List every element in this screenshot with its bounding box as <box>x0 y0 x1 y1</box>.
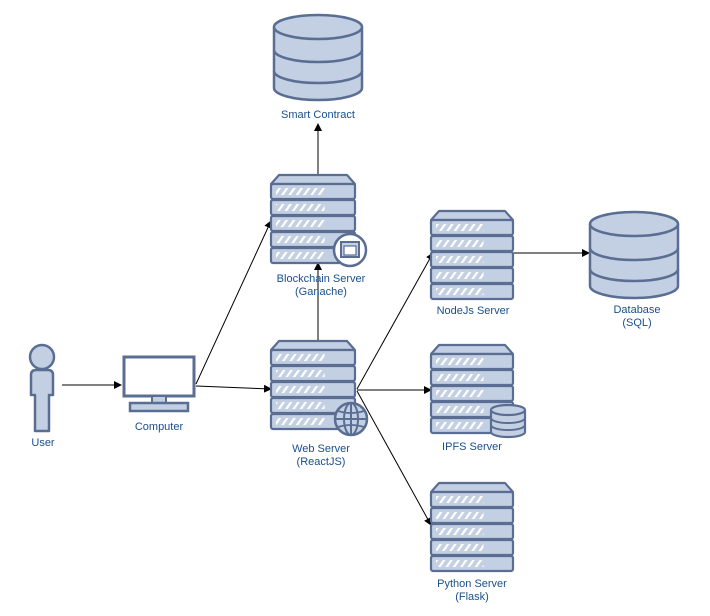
rack-vent <box>276 418 325 425</box>
rack-vent <box>436 288 484 295</box>
rack-vent <box>436 224 484 231</box>
rack-vent <box>436 560 484 567</box>
rack-vent <box>436 496 484 503</box>
mini-database-icon <box>489 403 527 439</box>
rack-vent <box>276 386 325 393</box>
rack-vent <box>436 512 484 519</box>
node-label-ipfs-server: IPFS Server <box>392 441 552 454</box>
label-line: IPFS Server <box>442 441 502 453</box>
rack-top <box>429 481 515 494</box>
node-label-nodejs-server: NodeJs Server <box>393 305 553 318</box>
window-badge-icon <box>332 232 368 268</box>
rack-vent <box>436 256 484 263</box>
monitor-icon <box>122 355 196 413</box>
rack-top <box>429 343 515 356</box>
rack-vent <box>276 204 325 211</box>
edge-computer-webserver <box>195 384 272 393</box>
server-icon <box>429 343 515 435</box>
label-line: (ReactJS) <box>296 456 346 468</box>
server-icon <box>429 481 515 573</box>
rack-top <box>269 339 357 352</box>
user-icon <box>28 343 56 433</box>
edge-webserver-nodejs <box>356 252 434 390</box>
rack-vent <box>436 374 484 381</box>
label-line: NodeJs Server <box>436 305 510 317</box>
rack-vent <box>436 358 484 365</box>
label-line: Database <box>613 304 661 316</box>
rack-vent <box>276 236 325 243</box>
rack-vent <box>276 252 325 259</box>
rack-vent <box>436 390 484 397</box>
label-line: (Ganache) <box>295 286 347 298</box>
rack-vent <box>436 544 484 551</box>
rack-vent <box>276 220 325 227</box>
rack-vent <box>436 406 484 413</box>
label-line: Blockchain Server <box>276 273 366 285</box>
server-icon <box>269 339 357 431</box>
rack-vent <box>276 188 325 195</box>
database-icon <box>588 210 680 300</box>
rack-vent <box>276 354 325 361</box>
node-label-smart-contract: Smart Contract <box>238 109 398 122</box>
rack-vent <box>276 402 325 409</box>
label-line: (SQL) <box>622 317 652 329</box>
server-icon <box>429 209 515 301</box>
rack-vent <box>276 370 325 377</box>
node-label-web-server: Web Server (ReactJS) <box>241 443 401 469</box>
edges-layer <box>62 123 590 526</box>
database-icon <box>272 13 364 102</box>
globe-icon <box>333 401 369 437</box>
node-label-database: Database (SQL) <box>557 304 710 330</box>
node-label-python-server: Python Server (Flask) <box>392 578 552 604</box>
node-label-computer: Computer <box>79 421 239 434</box>
label-line: Smart Contract <box>281 109 355 121</box>
node-label-blockchain-server: Blockchain Server (Ganache) <box>241 273 401 299</box>
rack-top <box>429 209 515 222</box>
rack-vent <box>436 240 484 247</box>
edge-webserver-python <box>356 390 432 526</box>
rack-top <box>269 173 357 186</box>
rack-vent <box>436 528 484 535</box>
label-line: Web Server <box>292 443 350 455</box>
label-line: Computer <box>134 421 184 433</box>
rack-vent <box>436 272 484 279</box>
label-line: Python Server <box>437 578 507 590</box>
label-line: User <box>31 437 55 449</box>
label-line: (Flask) <box>455 591 489 603</box>
node-label-user: User <box>0 437 123 450</box>
edge-computer-blockchain <box>195 220 272 385</box>
rack-vent <box>436 422 484 429</box>
